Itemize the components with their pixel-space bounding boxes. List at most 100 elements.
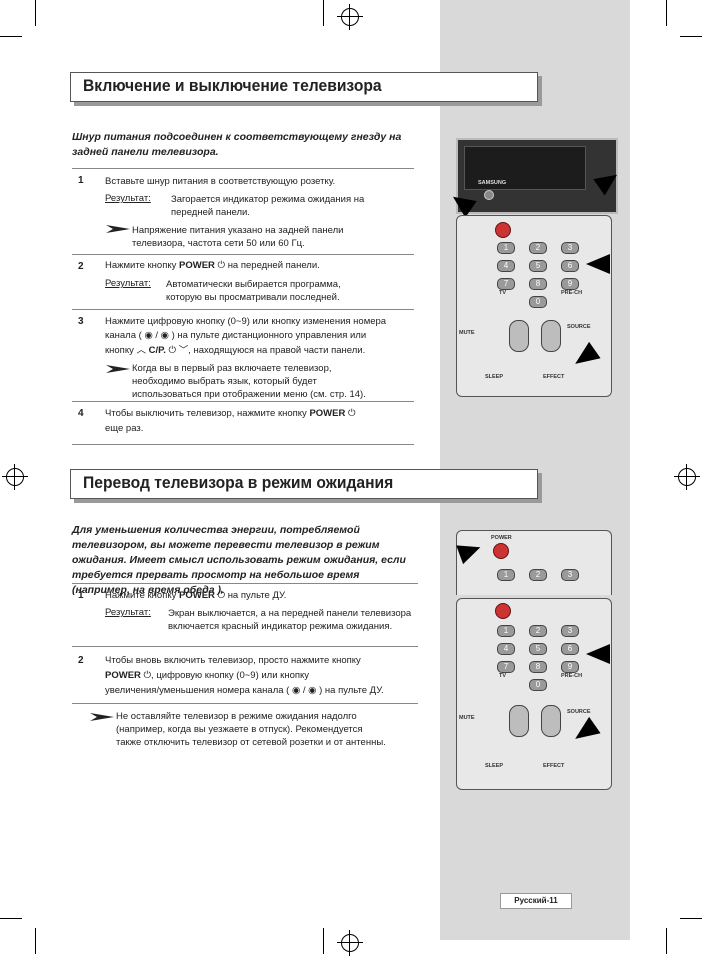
step-number: 1 (78, 590, 84, 601)
chevron-down-icon: ﹀ (178, 345, 189, 356)
page-number: Русский-11 (500, 893, 572, 909)
channel-rocker (541, 705, 561, 737)
registration-mark (337, 4, 363, 30)
registration-mark (2, 464, 28, 490)
registration-mark (337, 930, 363, 956)
divider (72, 703, 418, 704)
section-title-box: Включение и выключение телевизора (70, 72, 538, 102)
step-number: 4 (78, 408, 84, 419)
digit-button: 1 (497, 625, 515, 637)
result-label: Результат: (105, 278, 151, 289)
section-title: Включение и выключение телевизора (83, 76, 382, 95)
registration-mark (674, 464, 700, 490)
digit-button: 6 (561, 260, 579, 272)
note-text: Напряжение питания указано на задней пан… (132, 225, 344, 249)
note-arrow-icon (106, 365, 130, 373)
divider (72, 168, 414, 169)
note-text: Когда вы в первый раз включаете телевизо… (132, 363, 366, 400)
digit-button: 1 (497, 242, 515, 254)
pointer-arrow-icon (586, 644, 610, 664)
digit-button: 2 (529, 242, 547, 254)
digit-button: 7 (497, 661, 515, 673)
step-number: 1 (78, 175, 84, 186)
result-text: Загорается индикатор режима ожидания на … (171, 194, 365, 218)
mute-label: MUTE (459, 715, 475, 721)
digit-button: 6 (561, 643, 579, 655)
step-text-line: Нажмите цифровую кнопку (0~9) или кнопку… (105, 316, 387, 327)
step-text: Нажмите кнопку POWER ⏻ на пульте ДУ. (105, 590, 287, 601)
digit-button: 0 (529, 679, 547, 691)
channel-rocker (541, 320, 561, 352)
note-arrow-icon (90, 713, 114, 721)
remote-power-button (493, 543, 509, 559)
volume-rocker (509, 705, 529, 737)
step-text-line: Чтобы вновь включить телевизор, просто н… (105, 655, 361, 666)
step-text: Чтобы выключить телевизор, нажмите кнопк… (105, 408, 356, 434)
divider (72, 444, 414, 445)
digit-button: 1 (497, 569, 515, 581)
step-text-line: кнопку ︿ C/P. ⏻ ﹀, находящуюся на правой… (105, 345, 366, 356)
source-label: SOURCE (567, 324, 591, 330)
digit-button: 3 (561, 242, 579, 254)
prech-label: PRE-CH (561, 290, 583, 296)
digit-button: 3 (561, 569, 579, 581)
pointer-arrow-icon (586, 254, 610, 274)
tv-front-panel-illustration: SAMSUNG (456, 138, 618, 214)
divider (72, 583, 418, 584)
digit-button: 8 (529, 278, 547, 290)
step-text-line: увеличения/уменьшения номера канала ( ◉ … (105, 685, 384, 696)
crop-mark (0, 36, 22, 37)
sleep-label: SLEEP (485, 374, 504, 380)
crop-mark (323, 0, 324, 26)
digit-button: 9 (561, 661, 579, 673)
result-label: Результат: (105, 193, 151, 204)
section-title: Перевод телевизора в режим ожидания (83, 473, 394, 492)
digit-button: 5 (529, 643, 547, 655)
digit-button: 0 (529, 296, 547, 308)
digit-button: 9 (561, 278, 579, 290)
digit-button: 4 (497, 260, 515, 272)
result-text: Экран выключается, а на передней панели … (168, 608, 412, 632)
crop-mark (680, 918, 702, 919)
crop-mark (35, 0, 36, 26)
section-intro: Шнур питания подсоединен к соответствующ… (72, 131, 402, 158)
digit-button: 2 (529, 625, 547, 637)
crop-mark (323, 928, 324, 954)
step-text: Нажмите кнопку POWER ⏻ на передней панел… (105, 260, 320, 271)
remote-illustration: POWER 1 2 3 (456, 530, 612, 595)
step-number: 2 (78, 261, 84, 272)
step-text-line: POWER ⏻, цифровую кнопку (0~9) или кнопк… (105, 670, 310, 681)
tv-label: TV (499, 673, 507, 679)
note-arrow-icon (106, 225, 130, 233)
digit-button: 8 (529, 661, 547, 673)
crop-mark (0, 918, 22, 919)
power-icon: ⏻ (217, 260, 226, 271)
crop-mark (666, 928, 667, 954)
effect-label: EFFECT (543, 374, 565, 380)
divider (72, 254, 414, 255)
step-text-line: канала ( ◉ / ◉ ) на пульте дистанционног… (105, 330, 367, 341)
divider (72, 401, 414, 402)
section-title-box: Перевод телевизора в режим ожидания (70, 469, 538, 499)
divider (72, 309, 414, 310)
crop-mark (666, 0, 667, 26)
remote-illustration: 1 2 3 4 5 6 7 8 9 TV PRE-CH 0 MUTE SOURC… (456, 598, 612, 790)
step-number: 3 (78, 316, 84, 327)
prech-label: PRE-CH (561, 673, 583, 679)
power-label: POWER (491, 535, 512, 541)
source-label: SOURCE (567, 709, 591, 715)
mute-label: MUTE (459, 330, 475, 336)
section-intro: Для уменьшения количества энергии, потре… (72, 524, 406, 596)
step-text: Вставьте шнур питания в соответствующую … (105, 176, 336, 187)
remote-illustration: 1 2 3 4 5 6 7 8 9 TV PRE-CH 0 MUTE SOURC… (456, 215, 612, 397)
step-number: 2 (78, 655, 84, 666)
effect-label: EFFECT (543, 763, 565, 769)
digit-button: 7 (497, 278, 515, 290)
digit-button: 5 (529, 260, 547, 272)
brand-logo: SAMSUNG (478, 180, 507, 186)
note-text: Не оставляйте телевизор в режиме ожидани… (116, 711, 386, 748)
remote-power-button (495, 603, 511, 619)
divider (72, 646, 418, 647)
result-text: Автоматически выбирается программа, кото… (166, 279, 341, 303)
remote-power-button (495, 222, 511, 238)
